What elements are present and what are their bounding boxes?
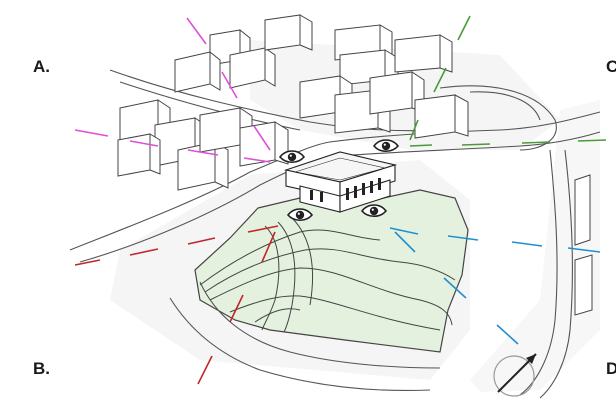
- quadrant-label-c: C: [606, 58, 616, 75]
- eye-icon: [288, 209, 312, 220]
- eye-icon: [362, 205, 386, 216]
- eye-icon: [280, 151, 304, 162]
- quadrant-label-b: B.: [33, 360, 50, 377]
- quadrant-label-a: A.: [33, 58, 50, 75]
- eye-icon: [374, 140, 398, 151]
- quadrant-label-d: D: [606, 360, 616, 377]
